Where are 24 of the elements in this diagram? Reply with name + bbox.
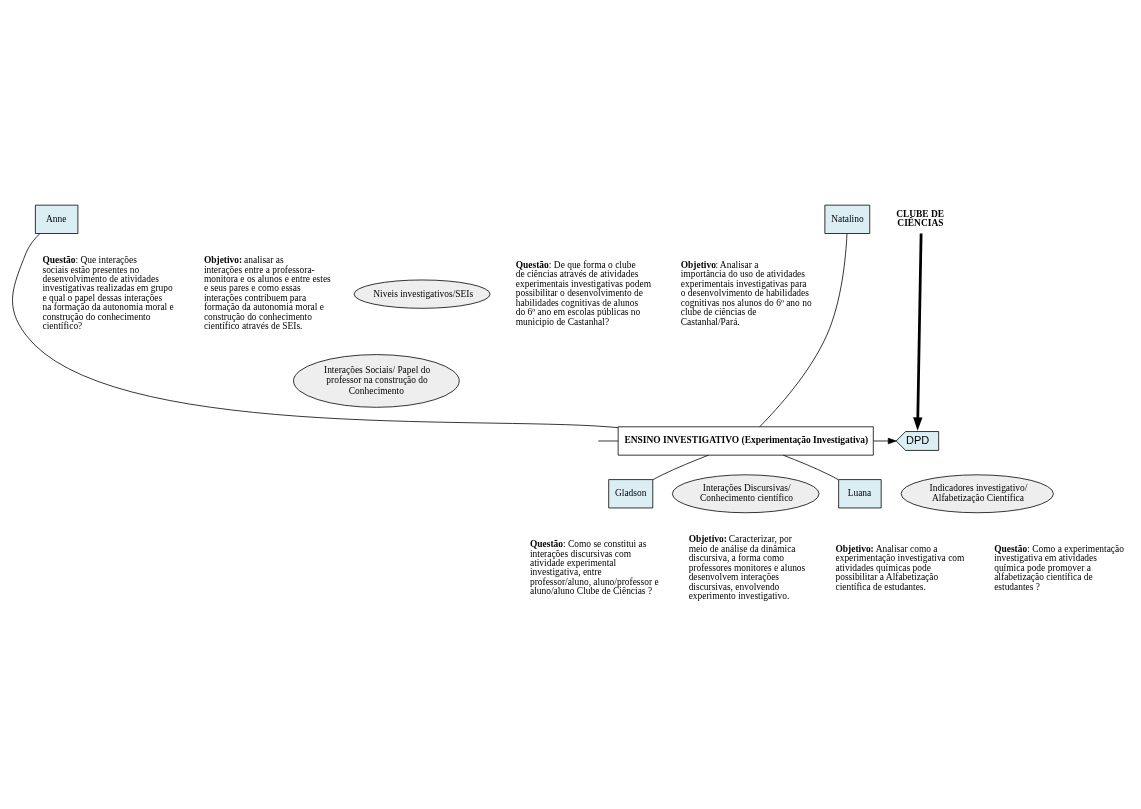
node-ellipse: Niveis investigativos/SEIs bbox=[353, 279, 491, 309]
arrow bbox=[873, 437, 897, 444]
arrow bbox=[913, 233, 923, 431]
connector bbox=[759, 232, 848, 427]
label: Objetivo: Caracterizar, por meio de análise da dinâmica discursiva, a forma como professores monitores e alunos desenvolvem interações discursivas, envolvendo experimento investigativo. bbox=[688, 533, 806, 601]
label: Objetivo: Analisar como a experimentação investigativa com atividades químicas pode possibilitar a Alfabetização científica de estudantes. bbox=[835, 543, 965, 592]
node-box: Natalino bbox=[824, 204, 871, 234]
label: Objetivo: Analisar a importância do uso de atividades experimentais investigativas para o desenvolvimento de habilidades cognitivas nos alunos do 6º ano no clube de ciências de Castanhal/Pará. bbox=[680, 259, 812, 327]
label: Questão: Como se constitui as interações discursivas com atividade experimental investigativa, entre professor/aluno, aluno/professor e aluno/aluno Clube de Ciências ? bbox=[529, 538, 659, 596]
node-ellipse: Interações Discursivas/ Conhecimento científico bbox=[671, 473, 820, 513]
node-box: Anne bbox=[35, 204, 79, 234]
label: Objetivo: analisar as interações entre a professora-monitora e os alunos e entre estes e seus pares e como essas interações contribuem para formação da autonomia moral e construção do conhecimento científico através de SEIs. bbox=[203, 254, 331, 331]
label: Questão: Como a experimentação investigativa em atividades química pode promover a alfabetização científica de estudantes ? bbox=[994, 543, 1124, 592]
node-box: Luana bbox=[838, 478, 882, 508]
node-box: ENSINO INVESTIGATIVO (Experimentação Investigativa) bbox=[617, 425, 874, 456]
node-ellipse: Indicadores investigativo/ Alfabetização Científica bbox=[900, 473, 1054, 513]
node-ellipse: Interações Sociais/ Papel do professor na construção do Conhecimento bbox=[293, 353, 460, 408]
connector bbox=[782, 454, 839, 480]
node-text: CLUBE DE CIÊNCIAS bbox=[896, 208, 945, 228]
connector bbox=[12, 232, 619, 428]
connector bbox=[652, 454, 709, 480]
label: Questão: De que forma o clube de ciências através de atividades experimentais investigativas podem possibilitar o desenvolvimento de habilidades cognitivas de alunos do 6º ano em escolas públicas no municipio de Castanhal? bbox=[515, 259, 652, 327]
label: Questão: Que interações sociais estão presentes no desenvolvimento de atividades investigativas realizadas em grupo e qual o papel dessas interações na formação da autonomia moral e construção do conhecimento científico? bbox=[42, 254, 174, 331]
node-box: Gladson bbox=[608, 478, 654, 508]
